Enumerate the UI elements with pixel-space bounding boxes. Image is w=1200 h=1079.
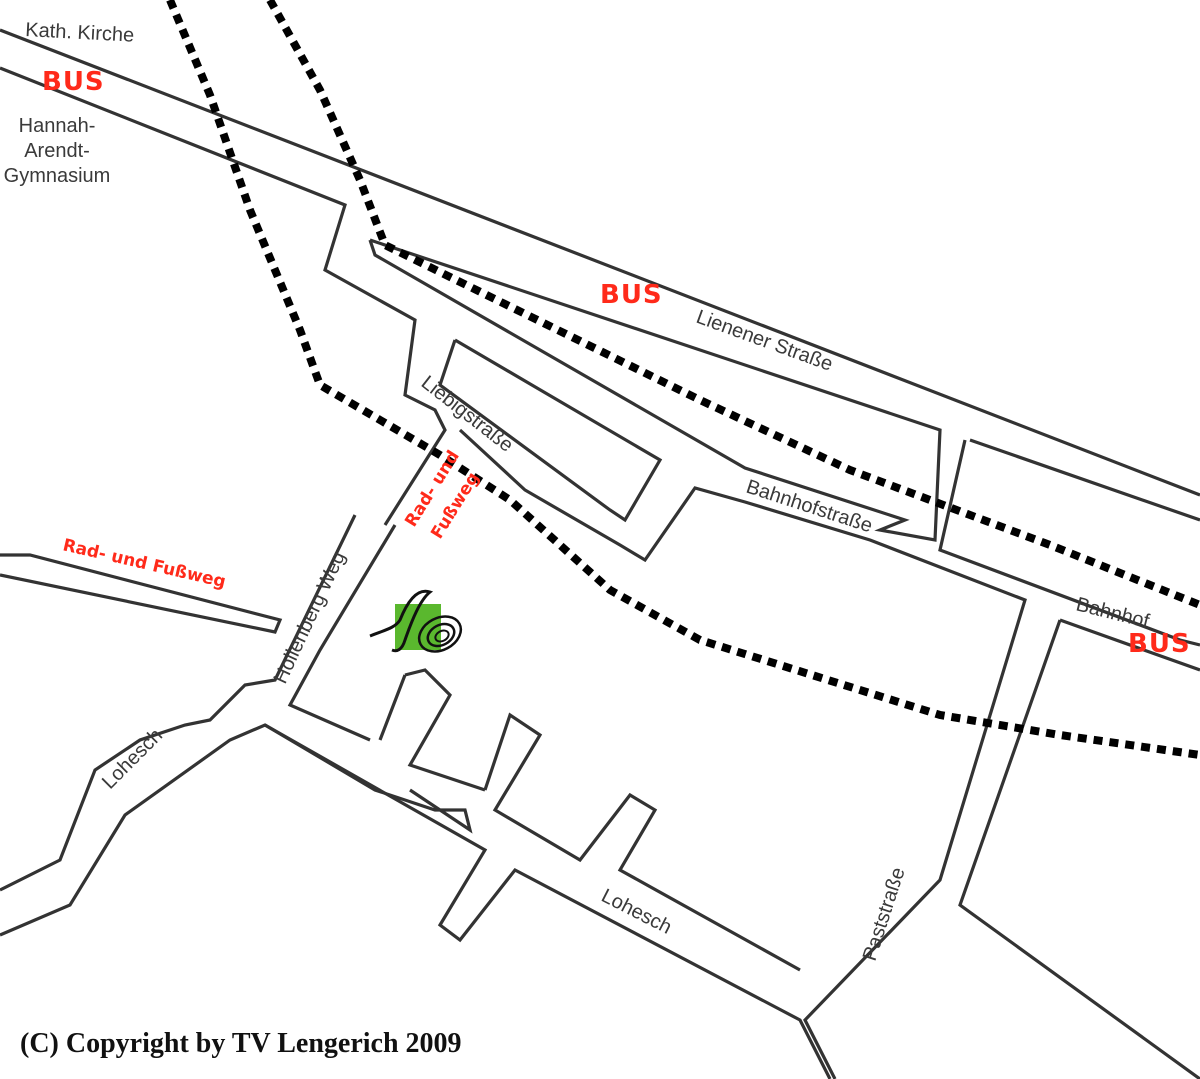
railway-lines	[166, 0, 1200, 759]
label-school-line3: Gymnasium	[4, 165, 111, 187]
logo-spiral-outer	[417, 615, 463, 653]
copyright-notice: (C) Copyright by TV Lengerich 2009	[20, 1028, 462, 1059]
road-cul-de-sac-1	[378, 668, 486, 792]
logo-spiral-inner	[434, 629, 450, 643]
road-lohesch-south	[264, 723, 832, 1079]
label-lohesch-west: Lohesch	[98, 725, 167, 794]
bus-stop-center: BUS	[600, 280, 663, 310]
road-liebigstrasse-block	[438, 338, 663, 523]
label-lienener-strasse: Lienener Straße	[693, 306, 835, 376]
logo-spiral-middle	[426, 622, 456, 648]
bus-stop-east: BUS	[1128, 629, 1191, 659]
road-bahnhof-edge	[958, 618, 1200, 1079]
road-lienener-strasse-south-edge	[0, 66, 447, 526]
label-paststrasse: Paststraße	[859, 865, 910, 964]
road-bahnhofstrasse	[458, 428, 1027, 1079]
road-block-north	[368, 238, 942, 542]
map-labels: Kath. Kirche Hannah- Arendt- Gymnasium L…	[4, 19, 1152, 964]
label-kath-kirche: Kath. Kirche	[25, 19, 135, 47]
bus-stops: BUS BUS BUS	[42, 67, 1191, 659]
road-network	[0, 28, 1200, 1079]
road-cul-de-sac-2	[483, 712, 801, 972]
logo-swoosh	[369, 589, 434, 653]
tv-lengerich-logo-icon	[369, 589, 463, 653]
road-lienener-strasse-north-edge	[0, 28, 1200, 497]
label-school-line1: Hannah-	[19, 115, 96, 137]
road-rad-fussweg-west	[0, 553, 283, 634]
bus-stop-northwest: BUS	[42, 67, 105, 97]
label-school-line2: Arendt-	[24, 140, 90, 162]
road-hollenberg-weg	[0, 514, 397, 892]
label-liebigstrasse: Liebigstraße	[417, 372, 517, 457]
label-bahnhof: Bahnhof	[1074, 594, 1152, 633]
railway-north-branch	[266, 0, 1200, 609]
road-east-block	[938, 438, 1200, 647]
railway-west-branch	[166, 0, 1200, 759]
